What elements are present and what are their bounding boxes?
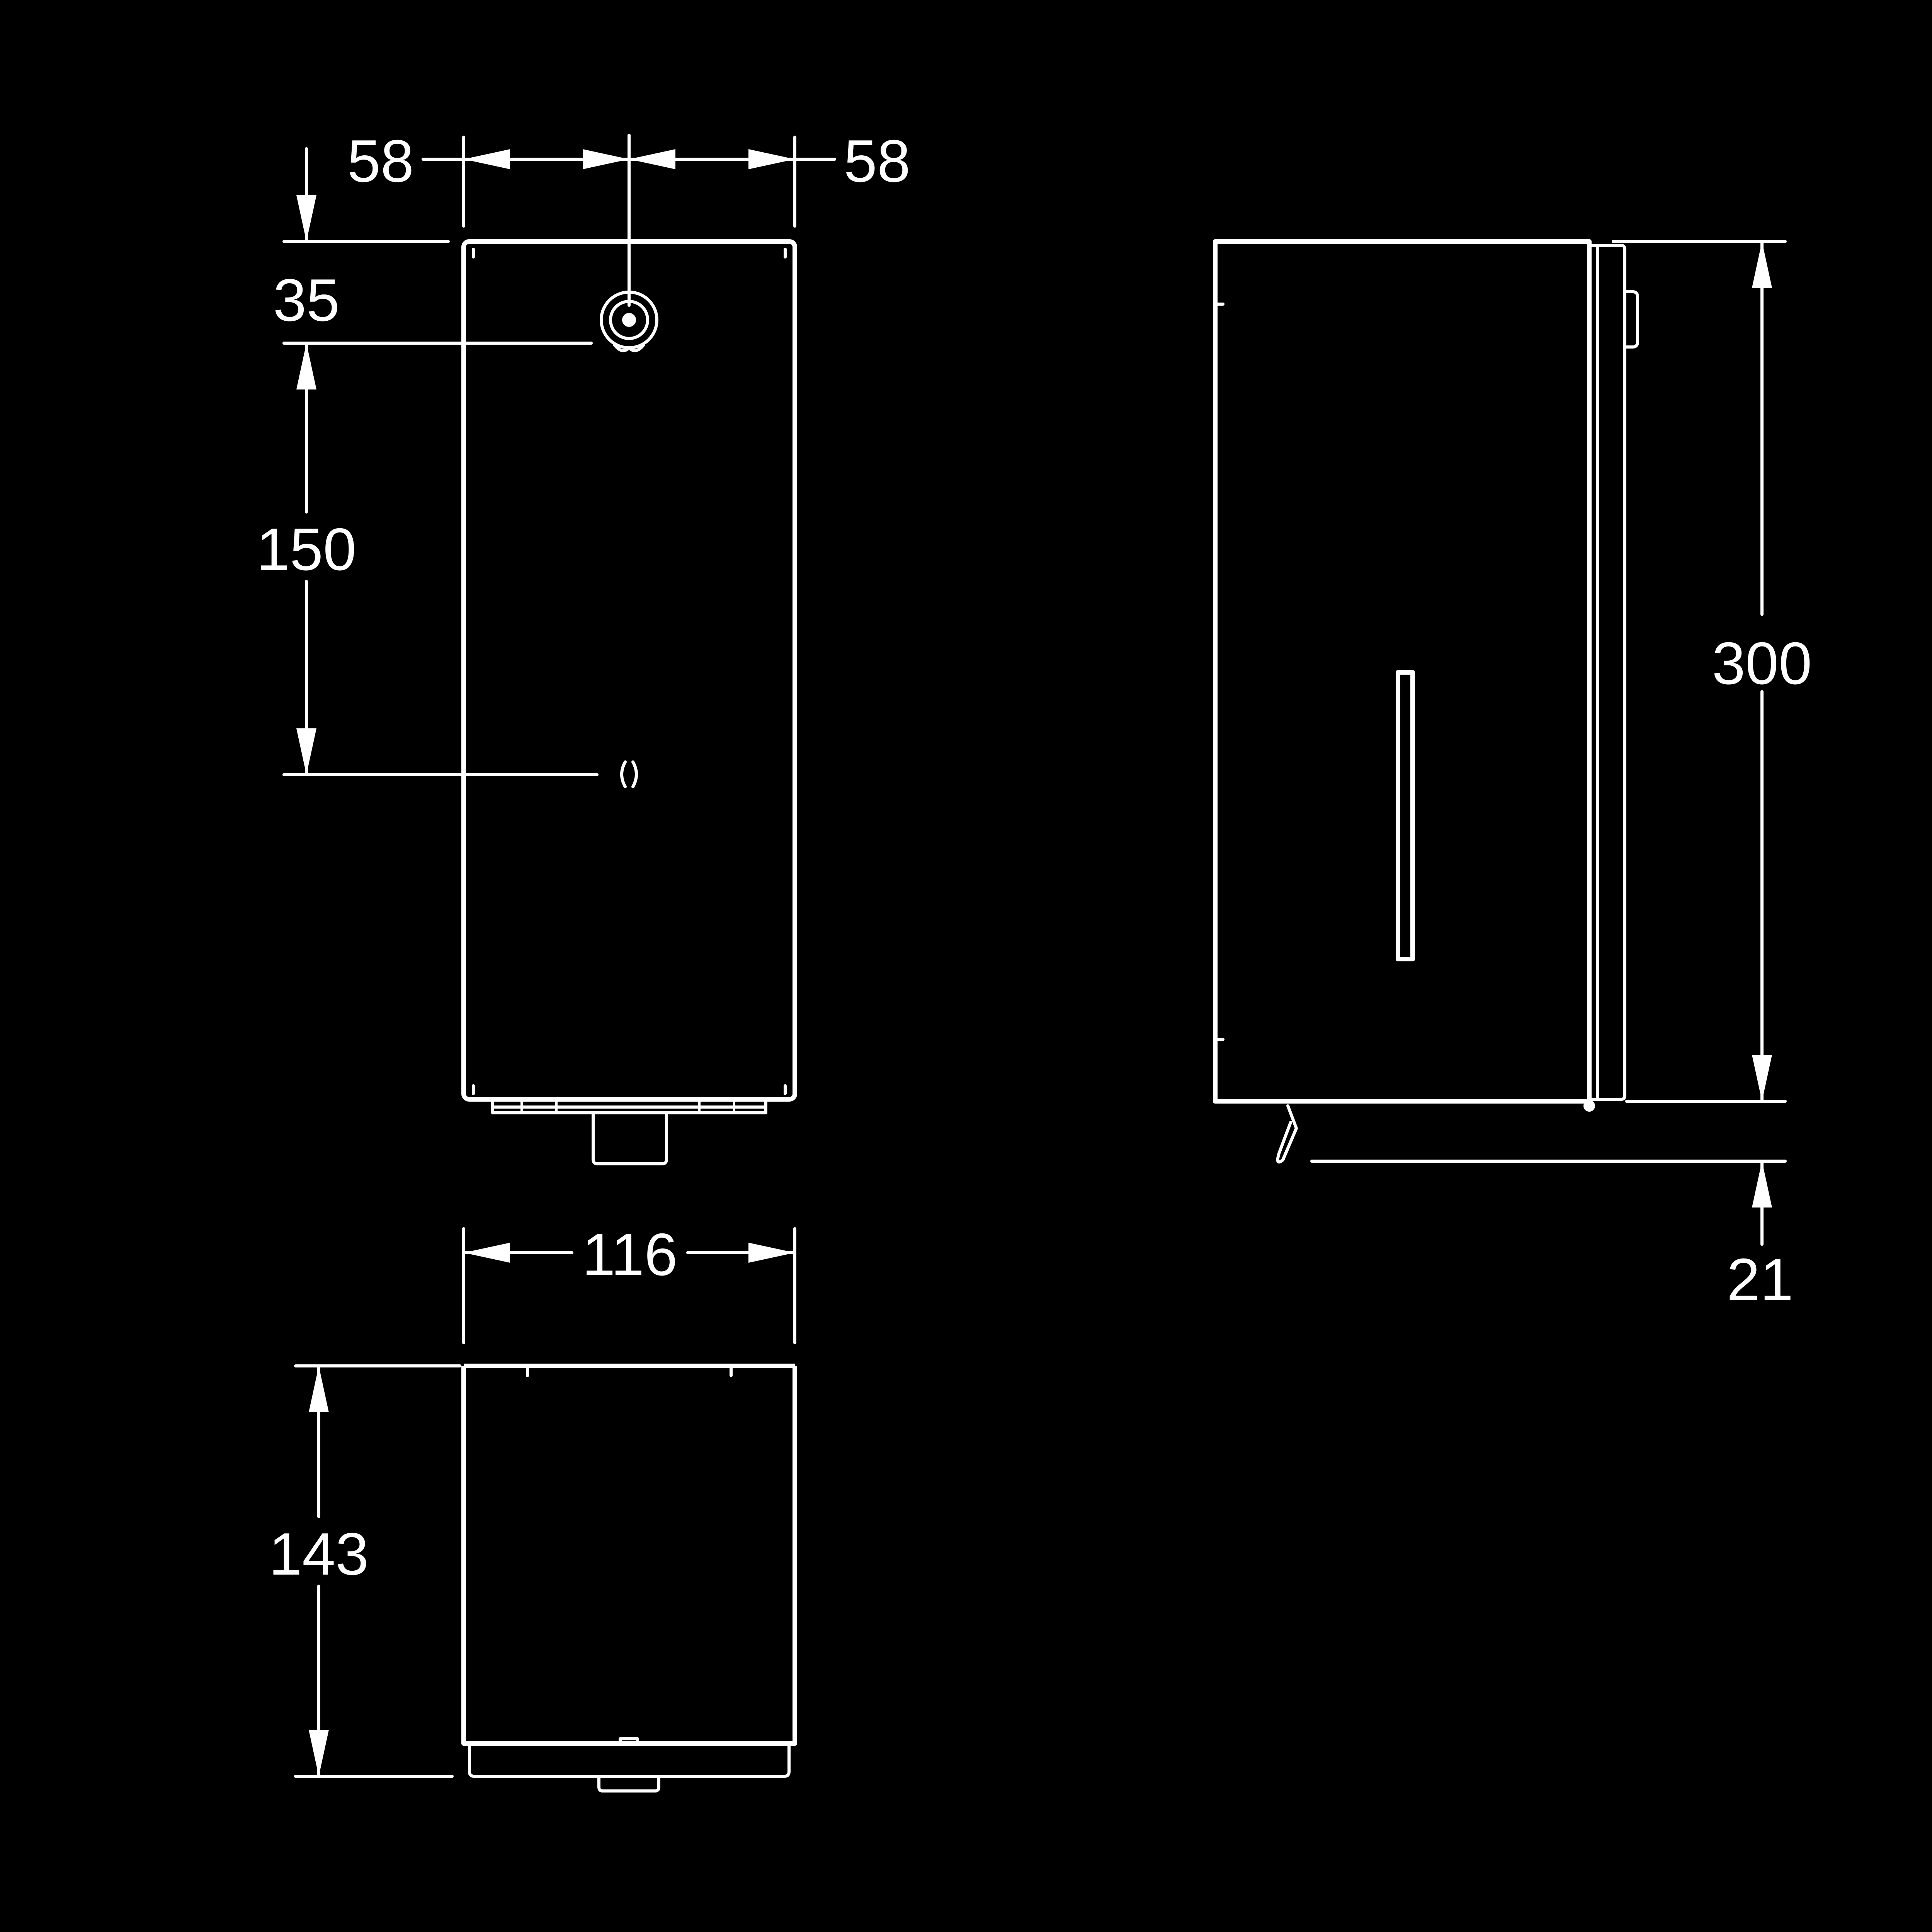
dim-label-top-to-hole: 35 — [273, 267, 340, 333]
dim-label-height: 300 — [1712, 630, 1812, 697]
front-view-base — [491, 1100, 767, 1114]
dim-height — [1612, 240, 1787, 1103]
dim-width — [462, 1227, 796, 1344]
front-view — [461, 239, 797, 1165]
side-view-body — [1213, 239, 1592, 1104]
dim-label-depth: 143 — [269, 1520, 369, 1587]
dim-label-width: 116 — [582, 1221, 677, 1288]
top-view-nozzle — [597, 1775, 660, 1793]
dim-label-hole-spacing: 150 — [257, 516, 357, 583]
dim-depth — [294, 1364, 461, 1778]
top-view-body — [461, 1366, 797, 1746]
dim-label-right-offset: 58 — [844, 128, 910, 194]
dim-label-spout-drop: 21 — [1727, 1246, 1793, 1313]
mounting-hole-icon — [620, 760, 638, 788]
dim-label-left-offset: 58 — [347, 128, 414, 194]
front-view-body — [461, 239, 797, 1102]
dim-front-width — [422, 134, 836, 307]
dim-front-hole-positions — [282, 147, 599, 776]
level-window — [1396, 670, 1415, 961]
top-view — [461, 1364, 797, 1793]
dim-spout-drop — [1310, 1160, 1787, 1246]
pump-nozzle — [592, 1111, 668, 1165]
side-view-nozzle — [1276, 1104, 1298, 1164]
side-view — [1213, 239, 1639, 1164]
